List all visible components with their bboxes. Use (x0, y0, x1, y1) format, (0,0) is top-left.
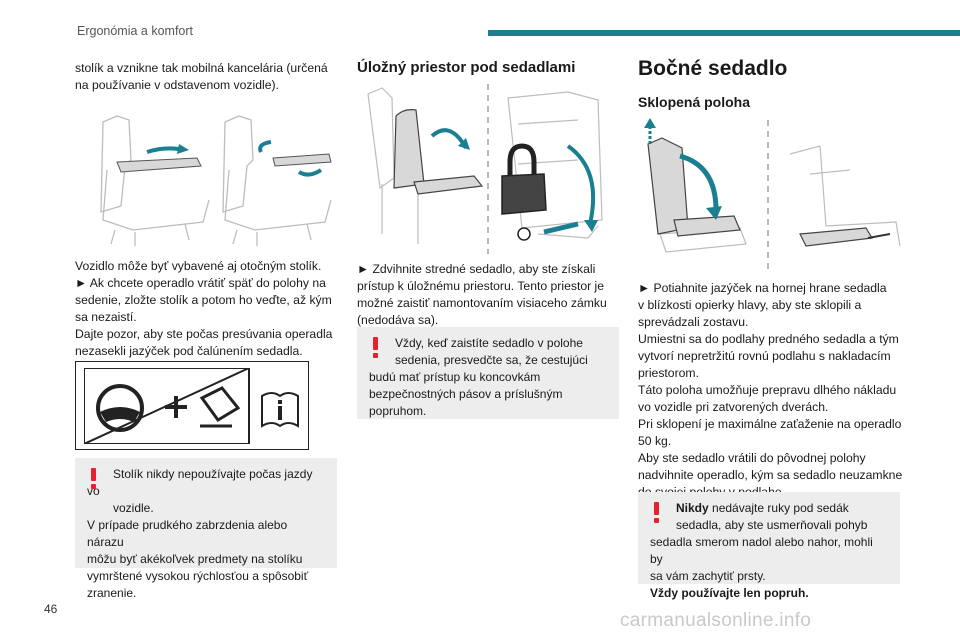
page-number: 46 (44, 602, 58, 616)
body-line: vo vozidle pri zatvorených dverách. (638, 400, 829, 414)
body-line: sedenie, zložte stolík a potom ho veďte,… (75, 293, 332, 307)
body-line: sa nezaistí. (75, 310, 137, 324)
body-line: Dajte pozor, aby ste počas presúvania op… (75, 327, 333, 341)
arrow-icon (679, 153, 719, 211)
body-line: ► Ak chcete operadlo vrátiť späť do polo… (75, 276, 326, 290)
arrow-icon (297, 168, 323, 177)
intro-line: na používanie v odstavenom vozidle). (75, 78, 279, 92)
warning-line: sedadla smerom nadol alebo nahor, mohli … (650, 535, 873, 566)
warning-box: Nikdy nedávajte ruky pod sedák sedadla, … (638, 492, 900, 600)
body-line: nadvihnite operadlo, kým sa sedadlo neuz… (638, 468, 903, 482)
warning-line: Nikdy nedávajte ruky pod sedák (650, 500, 888, 517)
body-line: 50 kg. (638, 434, 672, 448)
body-line: vytvorí nepretržitú rovnú podlahu s nakl… (638, 349, 891, 363)
subsection-heading: Sklopená poloha (638, 94, 751, 110)
body-line: ► Zdvihnite stredné sedadlo, aby ste zís… (357, 262, 596, 276)
body-line: prístup k úložnému priestoru. Tento prie… (357, 279, 605, 293)
warning-line: môžu byť akékoľvek predmety na stolíku (87, 552, 303, 566)
section-heading: Bočné sedadlo (638, 57, 788, 80)
watermark: carmanualsonline.info (620, 610, 812, 631)
intro-line: stolík a vznikne tak mobilná kancelária … (75, 61, 328, 75)
warning-line: Vždy používajte len popruh. (650, 586, 809, 600)
body-line: Aby ste sedadlo vrátili do pôvodnej polo… (638, 451, 866, 465)
arrow-icon (867, 233, 891, 239)
warning-line: Vždy, keď zaistíte sedadlo v polohe (395, 336, 583, 350)
seat-table-illustration (100, 115, 332, 246)
body-line: sprevádzali zostavu. (638, 315, 749, 329)
warning-box: Vždy, keď zaistíte sedadlo v polohe sede… (357, 327, 619, 419)
pictogram-box (75, 361, 309, 450)
warning-box: Stolík nikdy nepoužívajte počas jazdy vo… (75, 458, 337, 600)
table-forbidden-icon (165, 386, 241, 428)
warning-line: V prípade prudkého zabrzdenia alebo nára… (87, 518, 288, 549)
warning-line: zranenie. (87, 586, 137, 600)
warning-line: Stolík nikdy nepoužívajte počas jazdy vo (87, 467, 313, 498)
warning-line: vozidle. (113, 501, 154, 515)
header-accent-bar (488, 30, 960, 36)
warning-line: vymrštené vysokou rýchlosťou a spôsobiť (87, 569, 309, 583)
warning-icon (372, 337, 379, 358)
warning-bold-word: Nikdy (676, 501, 709, 515)
body-line: priestorom. (638, 366, 699, 380)
running-header: Ergonómia a komfort (77, 24, 194, 38)
body-line: (nedodáva sa). (357, 313, 439, 327)
warning-line: sedenia, presvedčte sa, že cestujúci (395, 353, 588, 367)
warning-line: sa vám zachytiť prsty. (650, 569, 766, 583)
manual-icon (261, 392, 299, 428)
body-line: Pri sklopení je maximálne zaťaženie na o… (638, 417, 902, 431)
body-line: ► Potiahnite jazýček na hornej hrane sed… (638, 281, 887, 295)
section-heading: Úložný priestor pod sedadlami (357, 59, 576, 76)
arrow-icon (566, 144, 596, 225)
body-line: nezasekli jazýček pod čalúnením sedadla. (75, 344, 303, 358)
body-line: Vozidlo môže byť vybavené aj otočným sto… (75, 259, 322, 273)
warning-line: bezpečnostných pásov a príslušným (369, 387, 563, 401)
storage-illustration (367, 84, 603, 254)
fold-seat-illustration (644, 118, 901, 274)
arrow-icon (543, 221, 579, 235)
body-line: možné zaistiť namontovaním visiaceho zám… (357, 296, 607, 310)
padlock-icon (501, 143, 547, 241)
arrow-icon (258, 140, 272, 153)
warning-icon (653, 502, 660, 523)
warning-icon (90, 468, 97, 489)
warning-line: budú mať prístup ku koncovkám (369, 370, 541, 384)
warning-line: sedadla, aby ste usmerňovali pohyb (676, 518, 868, 532)
warning-line: popruhom. (369, 404, 427, 418)
steering-wheel-icon (96, 384, 144, 432)
body-line: Táto poloha umožňuje prepravu dlhého nák… (638, 383, 897, 397)
warning-text: nedávajte ruky pod sedák (708, 501, 849, 515)
body-line: Umiestni sa do podlahy predného sedadla … (638, 332, 899, 346)
body-line: v blízkosti opierky hlavy, aby ste sklop… (638, 298, 862, 312)
